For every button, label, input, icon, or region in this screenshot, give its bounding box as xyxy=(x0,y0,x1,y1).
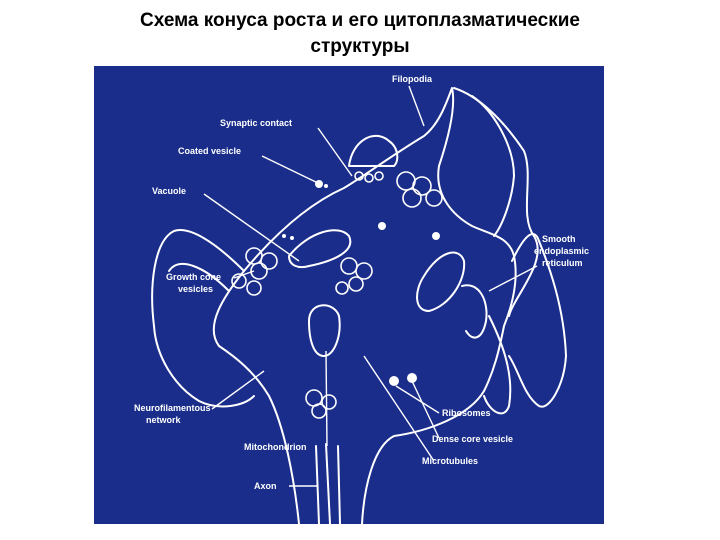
label-ribosomes: Ribosomes xyxy=(442,408,491,418)
smooth-er xyxy=(416,251,466,312)
vacuole xyxy=(288,229,352,269)
label-growth-cone-1: Growth cone xyxy=(166,272,221,282)
mitochondrion xyxy=(308,304,341,357)
title-line-1: Схема конуса роста и его цитоплазматичес… xyxy=(140,10,580,31)
title-line-2: структуры xyxy=(310,36,410,57)
diagram-drawing: Filopodia Synaptic contact Coated vesicl… xyxy=(134,74,589,524)
filopodium-right xyxy=(453,87,539,317)
label-vacuole: Vacuole xyxy=(152,186,186,196)
growth-cone-outline xyxy=(212,87,517,524)
filopodium-far-right xyxy=(508,233,567,408)
label-microtubules: Microtubules xyxy=(422,456,478,466)
label-growth-cone-2: vesicles xyxy=(178,284,213,294)
label-axon: Axon xyxy=(254,481,277,491)
label-smooth-er-1: Smooth xyxy=(542,234,576,244)
label-synaptic-contact: Synaptic contact xyxy=(220,118,292,128)
label-smooth-er-3: reticulum xyxy=(542,258,583,268)
label-neurofilament-2: network xyxy=(146,415,182,425)
label-neurofilament-1: Neurofilamentous xyxy=(134,403,211,413)
slide-title: Схема конуса роста и его цитоплазматичес… xyxy=(0,8,720,60)
synaptic-contact xyxy=(348,135,399,167)
filopodium-left xyxy=(151,229,255,408)
label-coated-vesicle: Coated vesicle xyxy=(178,146,241,156)
label-mitochondrion: Mitochondrion xyxy=(244,442,307,452)
label-smooth-er-2: endoplasmic xyxy=(534,246,589,256)
label-dense-core-vesicle: Dense core vesicle xyxy=(432,434,513,444)
growth-cone-diagram: Filopodia Synaptic contact Coated vesicl… xyxy=(94,66,604,524)
label-filopodia: Filopodia xyxy=(392,74,433,84)
